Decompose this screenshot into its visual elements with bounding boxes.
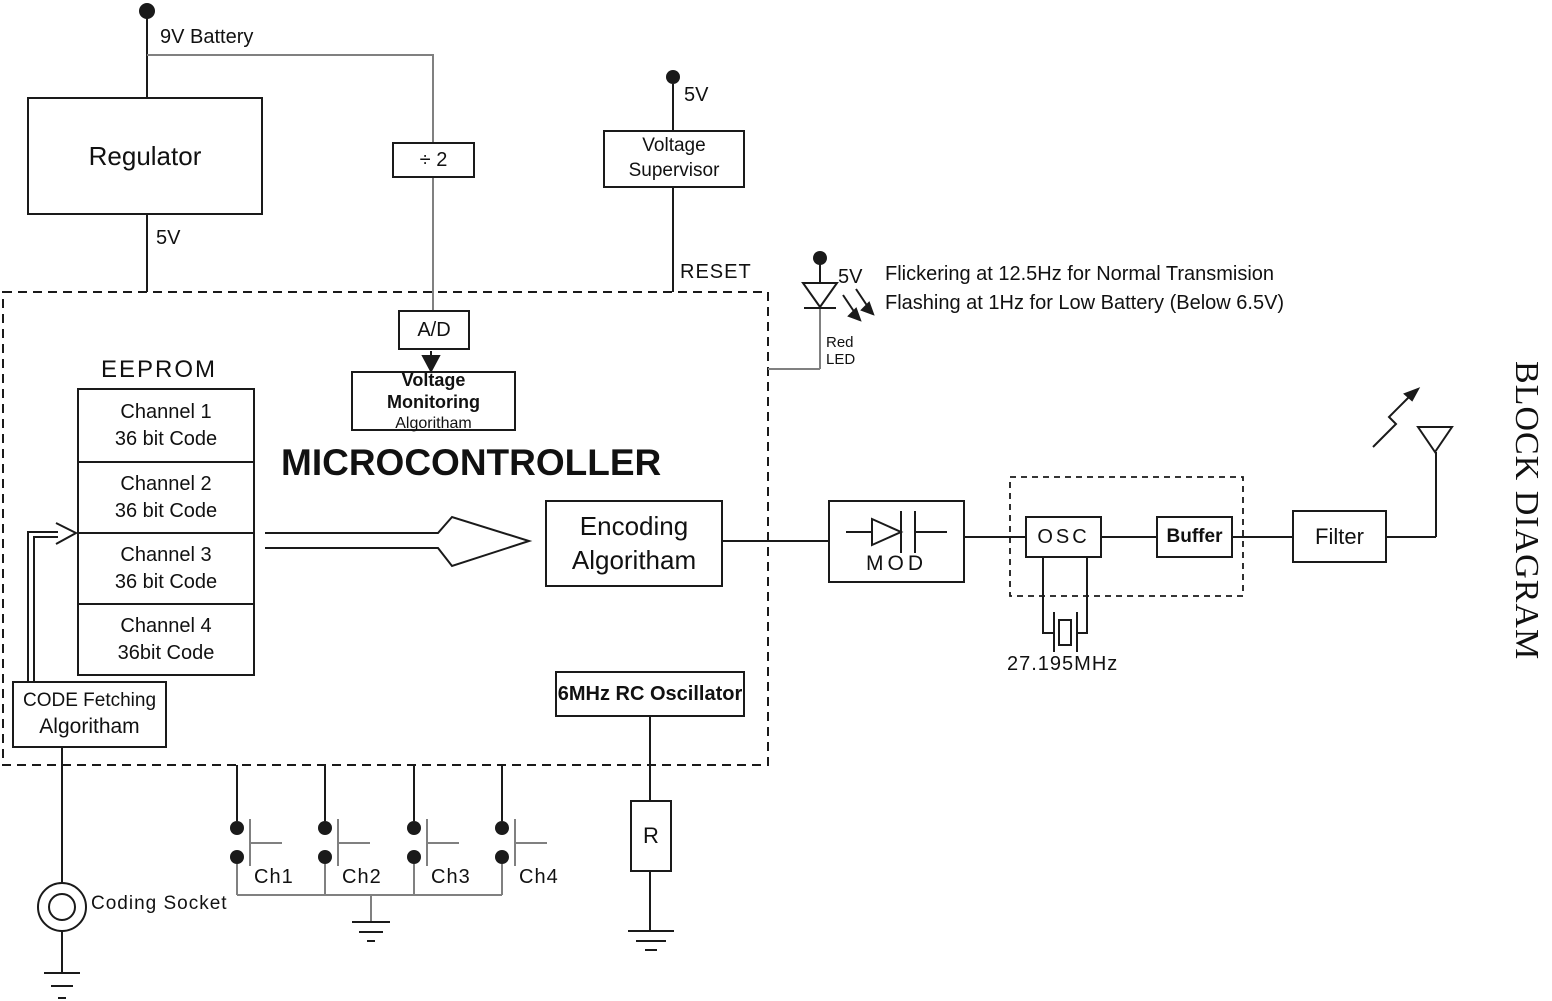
crystal-frequency-label: 27.195MHz <box>1007 653 1119 675</box>
voltage-supervisor-line2: Supervisor <box>628 160 720 181</box>
osc-label: OSC <box>1037 525 1090 548</box>
eeprom-row-channel4: Channel 4 36bit Code <box>79 603 253 674</box>
radiation-arrow-icon <box>1372 387 1421 448</box>
adc-arrow <box>421 351 441 374</box>
rf-chain-wires <box>723 452 1437 542</box>
channel4-code-label: 36bit Code <box>117 641 215 664</box>
resistor-block: R <box>630 800 672 872</box>
voltage-supervisor-block: Voltage Supervisor <box>603 130 745 188</box>
channel1-code-label: 36 bit Code <box>114 427 218 450</box>
voltage-supervisor-line1: Voltage <box>642 135 706 157</box>
battery-label: 9V Battery <box>160 26 254 48</box>
encoding-algorithm-block: Encoding Algoritham <box>545 500 723 587</box>
encoding-line2: Algoritham <box>571 544 697 575</box>
eeprom-row-channel2: Channel 2 36 bit Code <box>79 461 253 532</box>
code-fetching-line2: Algoritham <box>39 715 140 739</box>
led-note-line2: Flashing at 1Hz for Low Battery (Below 6… <box>885 292 1285 314</box>
channel3-code-label: 36 bit Code <box>114 570 218 593</box>
channel-button-1[interactable] <box>230 765 282 895</box>
rc-oscillator-block: 6MHz RC Oscillator <box>555 671 745 717</box>
buttons-ground-icon <box>237 894 502 942</box>
supervisor-5v-label: 5V <box>684 84 709 106</box>
channel3-label: Channel 3 <box>120 543 212 566</box>
red-led-label: Red LED <box>826 334 855 368</box>
led-5v-dot <box>813 251 827 265</box>
encoding-line1: Encoding <box>579 510 689 541</box>
red-led-line1: Red <box>826 334 854 351</box>
red-led-line2: LED <box>826 351 856 368</box>
regulator-label: Regulator <box>88 140 202 171</box>
channel4-button-label: Ch4 <box>519 866 559 888</box>
adc-block: A/D <box>398 310 470 350</box>
mod-block: MOD <box>828 500 965 583</box>
voltage-monitoring-block: Voltage Monitoring Algoritham <box>351 369 516 432</box>
channel-button-3[interactable] <box>407 765 459 895</box>
channel4-label: Channel 4 <box>120 614 212 637</box>
channel-button-4[interactable] <box>495 765 547 895</box>
reset-label: RESET <box>680 261 752 283</box>
divider-block: ÷ 2 <box>392 142 475 178</box>
code-fetching-block: CODE Fetching Algoritham <box>12 681 167 748</box>
resistor-label: R <box>643 823 659 849</box>
code-fetching-line1: CODE Fetching <box>22 689 157 711</box>
resistor-ground-icon <box>628 930 674 951</box>
encode-bus-arrow <box>265 515 533 568</box>
eeprom-load-arrow <box>27 522 79 681</box>
channel-button-2[interactable] <box>318 765 370 895</box>
osc-block: OSC <box>1025 516 1102 558</box>
diagram-side-title: BLOCK DIAGRAM <box>1508 361 1545 661</box>
battery-junction-dot <box>139 3 155 19</box>
antenna-icon <box>1416 426 1454 454</box>
battery-to-divider-wire <box>147 54 434 143</box>
eeprom-block: Channel 1 36 bit Code Channel 2 36 bit C… <box>77 388 255 676</box>
mod-diode-symbol <box>846 511 947 553</box>
led-note-line1: Flickering at 12.5Hz for Normal Transmis… <box>885 263 1275 285</box>
channel2-button-label: Ch2 <box>342 866 382 888</box>
eeprom-row-channel1: Channel 1 36 bit Code <box>79 390 253 461</box>
eeprom-title: EEPROM <box>101 356 218 383</box>
crystal-symbol <box>1042 558 1088 652</box>
led-emission-arrows <box>842 288 875 322</box>
channel2-code-label: 36 bit Code <box>114 499 218 522</box>
coding-socket-icon <box>37 748 87 973</box>
socket-ground-icon <box>44 972 80 999</box>
channel3-button-label: Ch3 <box>431 866 471 888</box>
supervisor-5v-dot <box>666 70 680 84</box>
eeprom-row-channel3: Channel 3 36 bit Code <box>79 532 253 603</box>
channel1-label: Channel 1 <box>120 400 212 423</box>
buffer-label: Buffer <box>1166 526 1223 548</box>
voltage-monitoring-line2: Algoritham <box>395 414 472 432</box>
regulator-block: Regulator <box>27 97 263 215</box>
coding-socket-label: Coding Socket <box>91 893 228 914</box>
channel1-button-label: Ch1 <box>254 866 294 888</box>
rc-oscillator-label: 6MHz RC Oscillator <box>557 682 743 705</box>
led-5v-label: 5V <box>838 266 863 288</box>
adc-label: A/D <box>417 318 451 341</box>
microcontroller-title: MICROCONTROLLER <box>281 442 662 483</box>
channel2-label: Channel 2 <box>120 472 212 495</box>
mcu-dashed-border <box>2 291 769 766</box>
red-led-icon <box>768 264 839 370</box>
divider-label: ÷ 2 <box>419 148 448 171</box>
voltage-monitoring-line1: Voltage Monitoring <box>387 369 480 413</box>
regulator-5v-label: 5V <box>156 227 181 249</box>
mod-label: MOD <box>866 551 927 575</box>
filter-label: Filter <box>1315 523 1364 549</box>
filter-block: Filter <box>1292 510 1387 563</box>
buffer-block: Buffer <box>1156 516 1233 558</box>
